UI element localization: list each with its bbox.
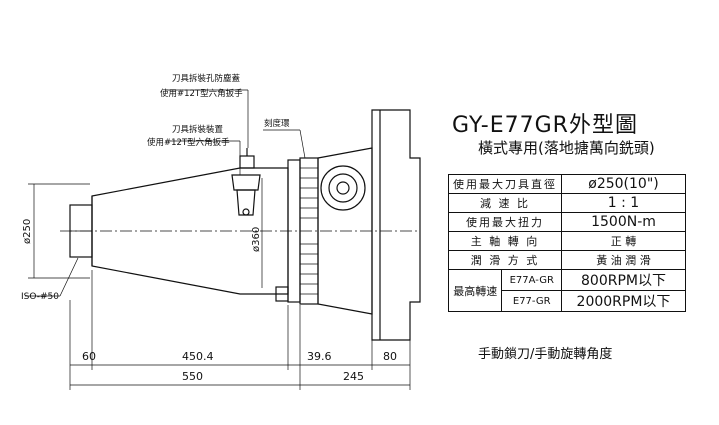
label-tool-dust-cover: 刀具拆裝孔防塵蓋 <box>172 73 241 84</box>
operation-note: 手動鎖刀/手動旋轉角度 <box>478 347 613 362</box>
table-row: 主 軸 轉 向 正 轉 <box>448 231 686 251</box>
spec-value: 正 轉 <box>561 231 686 251</box>
spec-label: 使用最大扭力 <box>448 212 562 232</box>
spec-value: ø250(10") <box>561 174 686 194</box>
label-iso-taper: ISO-#50 <box>21 292 59 302</box>
spec-table: 使用最大刀具直徑 ø250(10") 減 速 比 1 : 1 使用最大扭力 15… <box>447 174 686 312</box>
dim-60: 60 <box>82 350 96 363</box>
drawing-title: GY-E77GR外型圖 <box>452 113 638 138</box>
mounting-flange <box>371 109 421 341</box>
table-row: 減 速 比 1 : 1 <box>448 193 686 213</box>
label-tool-device: 刀具拆裝裝置 <box>172 124 224 135</box>
model-label: E77-GR <box>501 290 562 312</box>
dim-450-4: 450.4 <box>182 350 214 363</box>
spec-label: 最高轉速 <box>447 269 503 312</box>
spec-value: 1 : 1 <box>561 193 686 213</box>
label-dia-360: ø360 <box>251 227 262 252</box>
dim-39-6: 39.6 <box>307 350 332 363</box>
wrench-bolt-top <box>239 155 255 169</box>
dim-245: 245 <box>343 370 364 383</box>
label-scale-ring: 刻度環 <box>264 118 290 129</box>
spec-label: 主 軸 轉 向 <box>448 231 562 251</box>
label-wrench-a: 使用#12T型六角扳手 <box>160 88 243 99</box>
spec-value: 800RPM以下 <box>561 269 686 291</box>
spec-value: 2000RPM以下 <box>561 290 686 312</box>
indexing-dial <box>320 165 366 211</box>
table-row: 使用最大扭力 1500N-m <box>448 212 686 232</box>
dim-550: 550 <box>182 370 203 383</box>
drawing-subtitle: 橫式專用(落地搪萬向銑頭) <box>478 139 655 157</box>
spec-value: 1500N-m <box>561 212 686 232</box>
table-row: 使用最大刀具直徑 ø250(10") <box>448 174 686 194</box>
spec-value: 黃 油 潤 滑 <box>561 250 686 270</box>
table-row: 潤 滑 方 式 黃 油 潤 滑 <box>448 250 686 270</box>
table-row: 最高轉速 E77A-GR 800RPM以下 <box>447 269 686 312</box>
spec-label: 潤 滑 方 式 <box>448 250 562 270</box>
spec-label: 減 速 比 <box>448 193 562 213</box>
dim-80: 80 <box>383 350 397 363</box>
label-dia-250: ø250 <box>22 219 33 244</box>
spec-label: 使用最大刀具直徑 <box>448 174 562 194</box>
model-label: E77A-GR <box>501 269 562 291</box>
table-row: E77-GR 2000RPM以下 <box>449 290 686 312</box>
label-wrench-b: 使用#12T型六角扳手 <box>147 137 230 148</box>
